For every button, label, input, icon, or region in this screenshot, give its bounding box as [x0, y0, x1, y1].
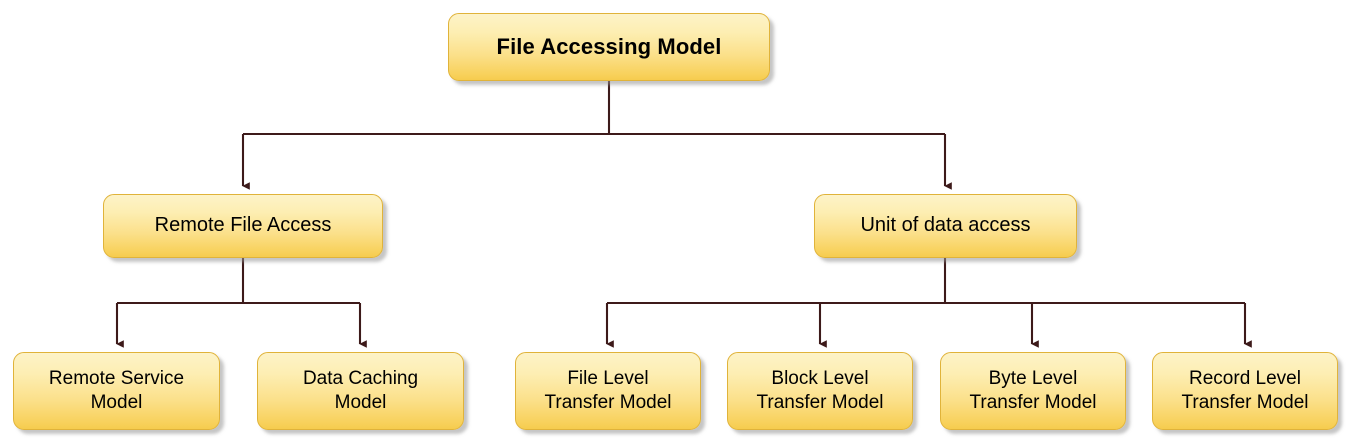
- node-file-level-transfer-model[interactable]: File Level Transfer Model: [515, 352, 701, 430]
- node-remote-service-model[interactable]: Remote Service Model: [13, 352, 220, 430]
- node-data-caching-model[interactable]: Data Caching Model: [257, 352, 464, 430]
- node-unit-of-data-access[interactable]: Unit of data access: [814, 194, 1077, 258]
- node-block-level-transfer-model[interactable]: Block Level Transfer Model: [727, 352, 913, 430]
- node-file-accessing-model[interactable]: File Accessing Model: [448, 13, 770, 81]
- node-remote-file-access[interactable]: Remote File Access: [103, 194, 383, 258]
- node-record-level-transfer-model[interactable]: Record Level Transfer Model: [1152, 352, 1338, 430]
- node-byte-level-transfer-model[interactable]: Byte Level Transfer Model: [940, 352, 1126, 430]
